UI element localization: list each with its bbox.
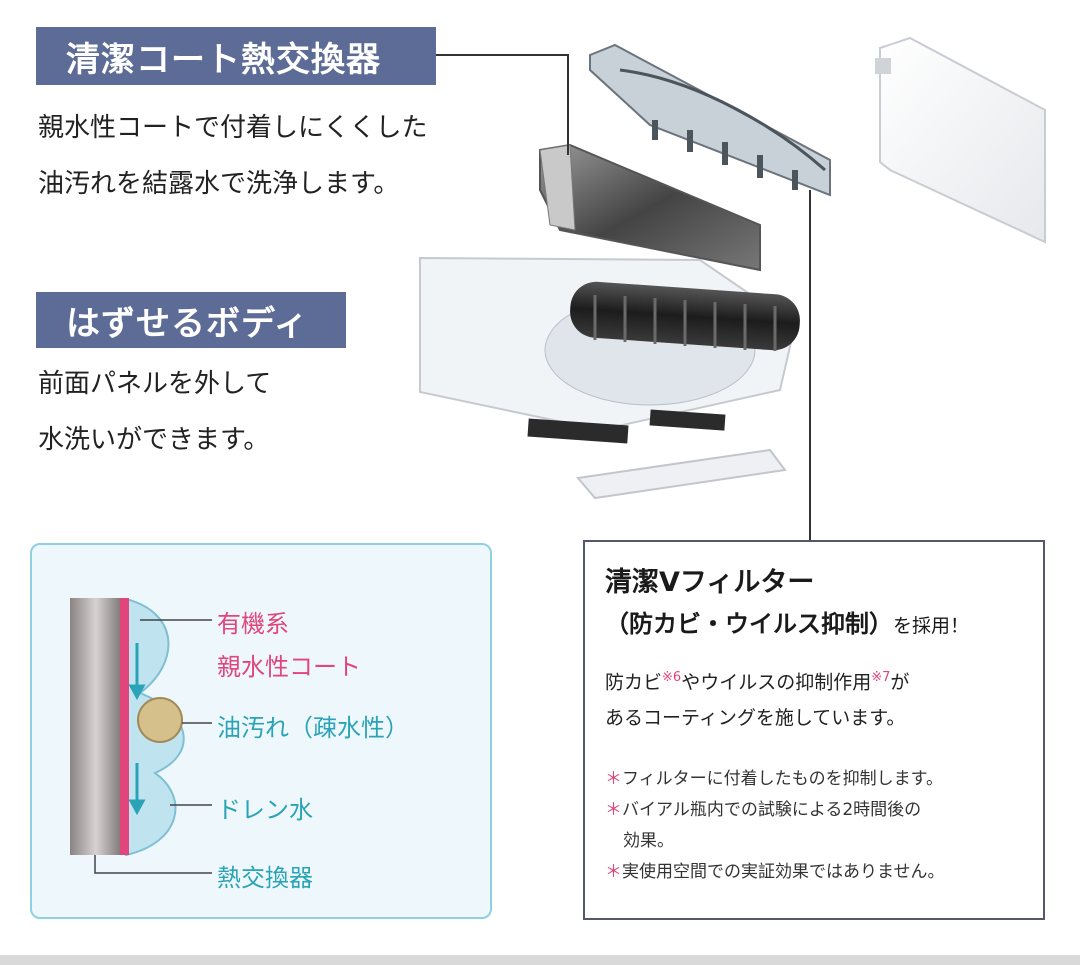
filter-subtitle-main: （防カビ・ウイルス抑制） bbox=[605, 610, 893, 638]
removable-body-desc-line1: 前面パネルを外して bbox=[38, 369, 272, 399]
removable-body-desc: 前面パネルを外して 水洗いができます。 bbox=[38, 356, 271, 468]
filter-desc-line2: あるコーティングを施しています。 bbox=[605, 707, 906, 730]
heat-exchanger-label: 熱交換器 bbox=[217, 864, 313, 892]
coating-cross-section-diagram bbox=[70, 597, 212, 874]
coat-label-line2: 親水性コート bbox=[217, 653, 361, 681]
filter-note-item: 効果。 bbox=[623, 831, 674, 851]
filter-notes: ＊フィルターに付着したものを抑制します。 ＊バイアル瓶内での試験による2時間後の… bbox=[605, 764, 945, 888]
note-ref-7: ※7 bbox=[871, 670, 891, 685]
asterisk-bullet-icon: ＊ bbox=[605, 769, 622, 789]
filter-desc-a: 防カビ bbox=[605, 671, 663, 694]
oil-droplet bbox=[137, 697, 183, 743]
louver-parts-icon bbox=[527, 409, 726, 444]
water-flow-arrows bbox=[128, 643, 146, 816]
removable-body-title: はずせるボディ bbox=[36, 292, 346, 348]
filter-title: 清潔Vフィルター bbox=[605, 567, 815, 598]
heat-exchanger-leader-line bbox=[436, 54, 569, 155]
heat-exchanger-desc-line1: 親水性コートで付着しにくくした bbox=[38, 113, 428, 143]
aircon-exploded-illustration bbox=[419, 36, 1046, 540]
asterisk-bullet-icon: ＊ bbox=[605, 800, 622, 820]
diagram-leader-lines bbox=[94, 619, 212, 874]
coat-label-line1: 有機系 bbox=[217, 610, 289, 638]
heat-exchanger-desc: 親水性コートで付着しにくくした 油汚れを結露水で洗浄します。 bbox=[38, 100, 427, 212]
heat-exchanger-plate bbox=[70, 598, 122, 855]
filter-subtitle: （防カビ・ウイルス抑制）を採用！ bbox=[605, 604, 969, 639]
filter-note-item: ＊フィルターに付着したものを抑制します。 bbox=[605, 769, 943, 789]
bottom-divider bbox=[0, 955, 1080, 965]
front-panel-icon bbox=[875, 36, 1046, 244]
filter-description: 防カビ※6やウイルスの抑制作用※7が あるコーティングを施しています。 bbox=[605, 660, 909, 736]
heat-exchanger-desc-line2: 油汚れを結露水で洗浄します。 bbox=[38, 169, 400, 199]
cross-flow-fan-icon bbox=[570, 281, 800, 351]
asterisk-bullet-icon: ＊ bbox=[605, 862, 622, 882]
filter-note-item: ＊バイアル瓶内での試験による2時間後の bbox=[605, 800, 922, 820]
filter-frame-icon bbox=[589, 43, 831, 197]
hydrophilic-coat-layer bbox=[120, 598, 129, 855]
filter-callout-box bbox=[583, 540, 1045, 920]
bottom-flap-icon bbox=[576, 448, 787, 500]
filter-desc-b: やウイルスの抑制作用 bbox=[681, 671, 872, 694]
filter-note-item: ＊実使用空間での実証効果ではありません。 bbox=[605, 862, 945, 882]
heat-exchanger-icon bbox=[539, 143, 761, 272]
oil-label: 油汚れ（疎水性） bbox=[217, 714, 409, 742]
filter-desc-line1: 防カビ※6やウイルスの抑制作用※7が bbox=[605, 660, 909, 700]
heat-exchanger-title: 清潔コート熱交換器 bbox=[36, 27, 436, 85]
filter-desc-c: が bbox=[890, 671, 910, 694]
note-ref-6: ※6 bbox=[662, 670, 682, 685]
removable-body-desc-line2: 水洗いができます。 bbox=[38, 425, 270, 455]
drain-water-label: ドレン水 bbox=[217, 796, 313, 824]
filter-subtitle-tail: を採用！ bbox=[893, 615, 970, 637]
